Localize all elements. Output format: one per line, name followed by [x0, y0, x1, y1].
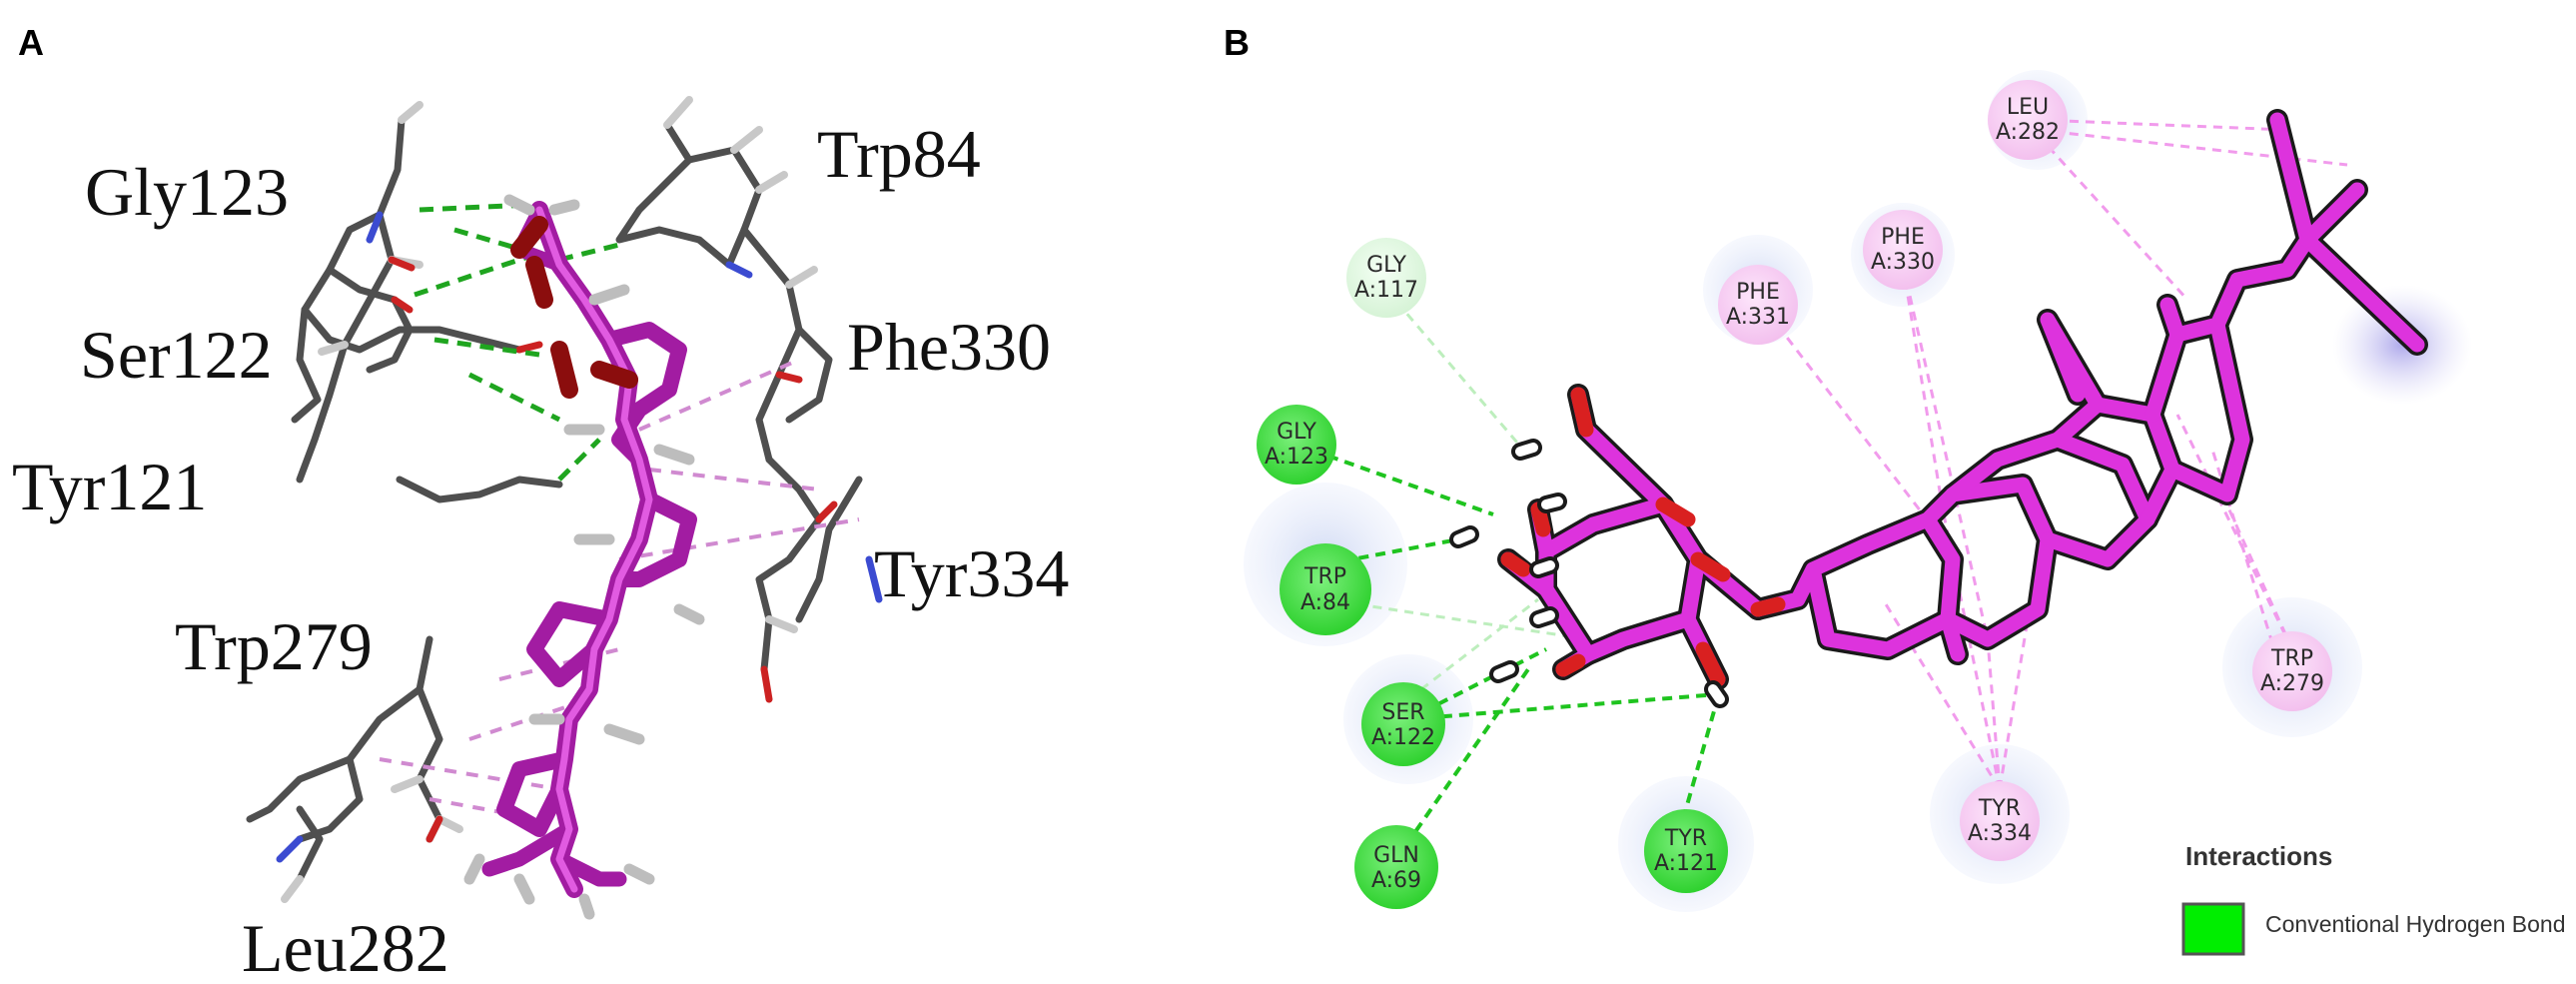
residue-name: PHE — [1881, 225, 1925, 250]
panel-a-3d-structure — [246, 96, 883, 920]
residue-gly123: GLY A:123 — [1257, 405, 1336, 485]
panel-a-letter: A — [18, 22, 44, 63]
label-trp279: Trp279 — [175, 608, 373, 684]
residue-name: GLN — [1373, 843, 1419, 868]
residue-ser122: SER A:122 — [1361, 682, 1445, 766]
label-trp84: Trp84 — [817, 116, 981, 192]
residue-id: A:282 — [1996, 120, 2060, 145]
residue-id: A:121 — [1654, 851, 1718, 876]
residue-id: A:279 — [2260, 671, 2324, 696]
label-tyr121: Tyr121 — [12, 449, 207, 524]
ligand-hydroxyl-hydrogens — [1449, 439, 1729, 708]
residue-tyr334: TYR A:334 — [1960, 781, 2040, 861]
residue-id: A:331 — [1726, 305, 1790, 330]
panel-b-letter: B — [1224, 22, 1250, 63]
residue-name: SER — [1381, 700, 1424, 725]
legend-swatch-hbond — [2181, 902, 2245, 956]
heteroatoms — [276, 211, 883, 863]
residue-id: A:122 — [1371, 725, 1435, 750]
residue-name: GLY — [1366, 253, 1406, 278]
ligand-sticks — [481, 201, 697, 898]
residue-trp279: TRP A:279 — [2252, 631, 2332, 711]
residue-name: TRP — [2270, 646, 2313, 671]
label-phe330: Phe330 — [847, 309, 1051, 385]
panel-b-2d-diagram: GLY A:117 GLY A:123 TRP A:84 SER A:122 G… — [1244, 70, 2472, 912]
residue-leu282: LEU A:282 — [1988, 80, 2068, 160]
residue-id: A:334 — [1968, 821, 2032, 846]
weak-hbond-lines — [1324, 289, 1589, 701]
residue-id: A:123 — [1265, 445, 1328, 470]
residue-name: GLY — [1277, 420, 1316, 445]
residue-trp84: TRP A:84 — [1280, 543, 1371, 635]
residue-gly117: GLY A:117 — [1346, 238, 1426, 318]
ligand-oxygens — [510, 216, 638, 399]
label-gly123: Gly123 — [85, 154, 289, 230]
legend: Interactions Conventional Hydrogen Bond — [2181, 841, 2565, 956]
residue-id: A:330 — [1871, 250, 1935, 275]
legend-title: Interactions — [2185, 841, 2332, 871]
ligand-hydrogens — [463, 194, 705, 920]
label-ser122: Ser122 — [80, 317, 273, 393]
residue-phe330: PHE A:330 — [1863, 210, 1943, 290]
residue-id: A:84 — [1300, 590, 1350, 615]
residue-id: A:117 — [1354, 278, 1418, 303]
ligand-skeleton — [1497, 109, 2428, 690]
residue-tyr121: TYR A:121 — [1644, 809, 1728, 893]
label-tyr334: Tyr334 — [874, 535, 1069, 611]
residue-name: TYR — [1978, 796, 2021, 821]
label-leu282: Leu282 — [242, 910, 449, 984]
residue-name: PHE — [1736, 280, 1780, 305]
residue-name: TYR — [1664, 826, 1707, 851]
residue-gln69: GLN A:69 — [1354, 825, 1438, 909]
residue-phe331: PHE A:331 — [1718, 265, 1798, 345]
residue-name: TRP — [1303, 564, 1346, 589]
legend-label-hbond: Conventional Hydrogen Bond — [2265, 911, 2565, 937]
residue-id: A:69 — [1371, 868, 1421, 893]
residue-name: LEU — [2007, 95, 2049, 120]
